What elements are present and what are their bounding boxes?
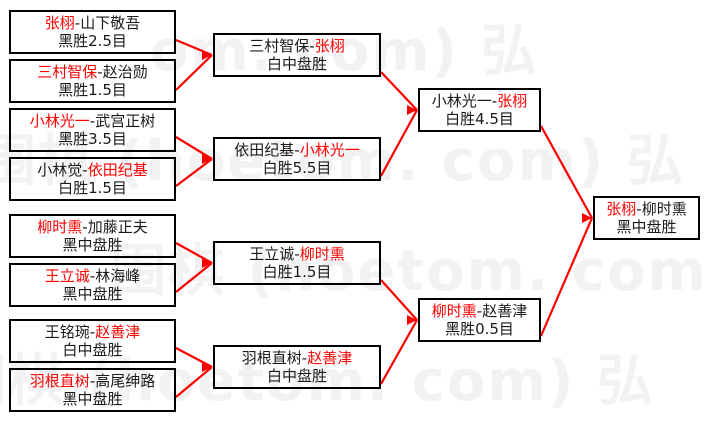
player-left: 羽根直树 [241,349,302,368]
match-box[interactable]: 柳时熏-赵善津 黑胜0.5目 [418,298,541,342]
match-box[interactable]: 张栩-山下敬吾 黑胜2.5目 [9,10,176,54]
player-left: 王铭琬 [44,323,90,342]
player-separator: - [74,14,81,33]
player-separator: - [82,161,88,180]
player-separator: - [82,218,88,237]
match-players: 依田纪基-小林光一 [234,142,359,158]
match-result: 黑胜3.5目 [58,129,127,148]
match-players: 柳时熏-赵善津 [432,303,527,319]
player-left: 柳时熏 [431,302,477,321]
player-separator: - [476,302,483,321]
player-right: 加藤正夫 [87,218,148,237]
player-separator: - [294,245,300,264]
player-separator: - [89,372,96,391]
player-separator: - [97,63,103,82]
player-left: 张栩 [44,14,75,33]
match-players: 三村智保-赵治勋 [37,64,147,80]
player-left: 王立诚 [44,267,90,286]
match-result: 白胜1.5目 [58,178,127,197]
match-box[interactable]: 依田纪基-小林光一 白胜5.5目 [213,137,381,181]
player-separator: - [491,92,498,111]
player-separator: - [301,349,308,368]
match-box[interactable]: 三村智保-赵治勋 黑胜1.5目 [9,59,176,103]
match-players: 小林光一-张栩 [432,93,527,109]
match-result: 黑胜1.5目 [58,80,127,99]
match-players: 张栩-柳时熏 [606,201,686,217]
match-box[interactable]: 张栩-柳时熏 黑中盘胜 [593,196,700,240]
player-separator: - [294,141,300,160]
match-players: 羽根直树-高尾绅路 [30,373,155,389]
match-box[interactable]: 柳时熏-加藤正夫 黑中盘胜 [9,214,176,258]
player-right: 赵善津 [95,323,141,342]
match-box[interactable]: 小林光一-武宫正树 黑胜3.5目 [9,108,176,152]
match-result: 白中盘胜 [266,366,327,385]
match-result: 黑中盘胜 [616,217,677,236]
match-box[interactable]: 王立诚-林海峰 黑中盘胜 [9,263,176,307]
player-separator: - [89,323,96,342]
player-right: 赵善津 [307,349,353,368]
match-result: 白胜1.5目 [262,262,332,281]
match-result: 黑中盘胜 [62,389,123,408]
match-box[interactable]: 小林觉-依田纪基 白胜1.5目 [9,157,176,201]
match-result: 黑中盘胜 [62,284,123,303]
player-right: 赵治勋 [102,63,148,82]
match-box[interactable]: 小林光一-张栩 白胜4.5目 [418,88,541,132]
player-right: 武宫正树 [95,112,156,131]
player-right: 高尾绅路 [95,372,156,391]
match-players: 羽根直树-赵善津 [242,350,352,366]
match-box[interactable]: 羽根直树-高尾绅路 黑中盘胜 [9,368,176,412]
player-right: 依田纪基 [87,161,148,180]
match-result: 黑胜0.5目 [445,319,514,338]
player-right: 柳时熏 [299,245,345,264]
match-box[interactable]: 王铭琬-赵善津 白中盘胜 [9,319,176,363]
match-players: 小林觉-依田纪基 [37,162,147,178]
player-left: 小林光一 [29,112,90,131]
match-result: 白胜5.5目 [262,158,332,177]
match-players: 柳时熏-加藤正夫 [37,219,147,235]
match-players: 张栩-山下敬吾 [45,15,140,31]
player-left: 王立诚 [249,245,295,264]
player-separator: - [89,267,96,286]
player-right: 林海峰 [95,267,141,286]
player-separator: - [636,200,642,219]
player-right: 张栩 [314,37,345,56]
player-left: 柳时熏 [37,218,83,237]
match-result: 白中盘胜 [266,54,327,73]
player-right: 张栩 [497,92,528,111]
player-right: 赵善津 [482,302,528,321]
player-left: 张栩 [606,200,637,219]
player-left: 羽根直树 [29,372,90,391]
player-separator: - [309,37,315,56]
player-left: 依田纪基 [234,141,295,160]
player-left: 三村智保 [249,37,310,56]
match-box[interactable]: 羽根直树-赵善津 白中盘胜 [213,345,381,389]
match-result: 白中盘胜 [62,340,123,359]
player-right: 柳时熏 [641,200,687,219]
match-players: 王铭琬-赵善津 [45,324,140,340]
player-left: 小林觉 [37,161,83,180]
player-right: 小林光一 [299,141,360,160]
match-players: 王立诚-柳时熏 [249,246,344,262]
player-right: 山下敬吾 [80,14,141,33]
match-result: 黑胜2.5目 [58,31,127,50]
match-box[interactable]: 三村智保-张栩 白中盘胜 [213,33,381,77]
match-players: 小林光一-武宫正树 [30,113,155,129]
match-result: 白胜4.5目 [445,109,514,128]
match-box[interactable]: 王立诚-柳时熏 白胜1.5目 [213,241,381,285]
match-players: 三村智保-张栩 [249,38,344,54]
player-separator: - [89,112,96,131]
player-left: 三村智保 [37,63,98,82]
match-players: 王立诚-林海峰 [45,268,140,284]
match-result: 黑中盘胜 [62,235,123,254]
player-left: 小林光一 [431,92,492,111]
